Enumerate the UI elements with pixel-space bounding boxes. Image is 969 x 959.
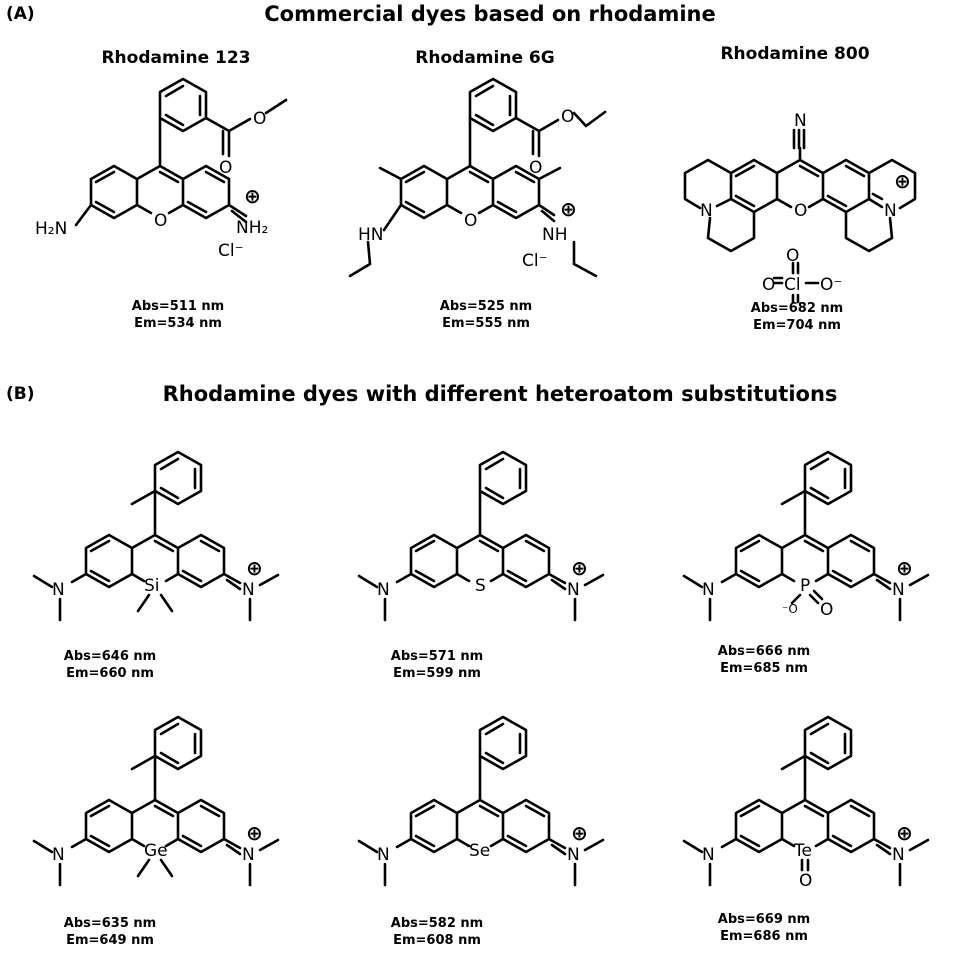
r800-charge-icon: ⊕ <box>894 169 911 193</box>
abs-value: Abs=666 nm <box>717 644 811 659</box>
heteroatom-se: Se <box>469 841 490 861</box>
r6g-ester-carbonyl-o: O <box>529 158 542 178</box>
n-left: N <box>52 580 65 600</box>
r123-ester-o: O <box>253 109 266 129</box>
heteroatom-p: P <box>800 576 810 596</box>
abs-value: Abs=669 nm <box>717 912 811 927</box>
r800-perchlorate-o-minus: O⁻ <box>820 275 842 295</box>
em-value: Em=608 nm <box>393 933 481 948</box>
abs-value: Abs=635 nm <box>63 916 157 931</box>
em-value: Em=704 nm <box>753 318 841 333</box>
charge-icon: ⊕ <box>246 821 263 845</box>
spec-te-rhodamine: Abs=669 nm Em=686 nm <box>684 911 844 945</box>
abs-value: Abs=511 nm <box>131 299 225 314</box>
r800-nitrile-n: N <box>794 111 807 131</box>
spec-ge-rhodamine: Abs=635 nm Em=649 nm <box>30 915 190 949</box>
n-right: N <box>242 580 255 600</box>
n-left: N <box>377 580 390 600</box>
r6g-counterion: Cl⁻ <box>522 251 548 271</box>
r6g-ring-oxygen: O <box>464 211 477 231</box>
heteroatom-si: Si <box>144 576 160 596</box>
em-value: Em=686 nm <box>720 929 808 944</box>
p-o-double: O <box>820 600 833 620</box>
dye-name-rhodamine-123: Rhodamine 123 <box>101 48 251 68</box>
n-left: N <box>702 845 715 865</box>
charge-icon: ⊕ <box>571 556 588 580</box>
n-left: N <box>702 580 715 600</box>
n-left: N <box>52 845 65 865</box>
r800-n-left: N <box>700 201 713 221</box>
panel-a-label: (A) <box>6 4 35 24</box>
em-value: Em=660 nm <box>66 666 154 681</box>
abs-value: Abs=582 nm <box>390 916 484 931</box>
r123-counterion: Cl⁻ <box>218 241 244 261</box>
r6g-amine-right: NH <box>542 225 568 245</box>
n-right: N <box>567 845 580 865</box>
panel-b-title: Rhodamine dyes with different heteroatom… <box>162 382 838 406</box>
n-right: N <box>242 845 255 865</box>
dye-name-rhodamine-6g: Rhodamine 6G <box>415 48 555 68</box>
structure-rhodamine-800: N N N ⊕ O O O Cl O⁻ <box>683 111 917 304</box>
charge-icon: ⊕ <box>246 556 263 580</box>
r6g-ester-o: O <box>561 107 574 127</box>
spec-se-rhodamine: Abs=582 nm Em=608 nm <box>357 915 517 949</box>
p-o-minus: ⁻O <box>782 602 798 616</box>
charge-icon: ⊕ <box>571 821 588 845</box>
r800-perchlorate-o-top: O <box>786 246 799 266</box>
structure-rhodamine-123: NH₂ H₂N O O O Cl⁻ ⊕ <box>35 77 288 261</box>
em-value: Em=685 nm <box>720 661 808 676</box>
abs-value: Abs=646 nm <box>63 649 157 664</box>
em-value: Em=599 nm <box>393 666 481 681</box>
r800-perchlorate-o-left: O <box>762 275 775 295</box>
em-value: Em=555 nm <box>442 316 530 331</box>
r800-perchlorate-cl: Cl <box>784 275 801 295</box>
dye-name-rhodamine-800: Rhodamine 800 <box>720 44 870 64</box>
r6g-amine-left: HN <box>358 225 384 245</box>
r123-ester-carbonyl-o: O <box>219 158 232 178</box>
te-o-double: O <box>799 871 812 891</box>
r123-amine-left: H₂N <box>35 219 67 239</box>
r123-ring-oxygen: O <box>154 211 167 231</box>
spec-s-rhodamine: Abs=571 nm Em=599 nm <box>357 648 517 682</box>
r123-amine-right: NH₂ <box>236 218 268 238</box>
heteroatom-s: S <box>475 576 486 596</box>
spec-p-rhodamine: Abs=666 nm Em=685 nm <box>684 643 844 677</box>
r6g-charge-icon: ⊕ <box>560 197 577 221</box>
spec-rhodamine-6g: Abs=525 nm Em=555 nm <box>406 298 566 332</box>
spec-rhodamine-800: Abs=682 nm Em=704 nm <box>717 300 877 334</box>
charge-icon: ⊕ <box>896 556 913 580</box>
abs-value: Abs=571 nm <box>390 649 484 664</box>
spec-si-rhodamine: Abs=646 nm Em=660 nm <box>30 648 190 682</box>
heteroatom-te: Te <box>793 841 812 861</box>
n-right: N <box>567 580 580 600</box>
abs-value: Abs=525 nm <box>439 299 533 314</box>
panel-b-label: (B) <box>6 384 35 404</box>
charge-icon: ⊕ <box>896 821 913 845</box>
n-right: N <box>892 580 905 600</box>
spec-rhodamine-123: Abs=511 nm Em=534 nm <box>98 298 258 332</box>
n-right: N <box>892 845 905 865</box>
heteroatom-ge: Ge <box>144 841 168 861</box>
r800-n-right: N <box>884 201 897 221</box>
n-left: N <box>377 845 390 865</box>
r800-ring-oxygen: O <box>794 201 807 221</box>
structure-rhodamine-6g: NH HN O O O Cl⁻ ⊕ <box>348 77 607 278</box>
em-value: Em=534 nm <box>134 316 222 331</box>
panel-a-title: Commercial dyes based on rhodamine <box>264 2 716 26</box>
r123-charge-icon: ⊕ <box>244 184 261 208</box>
em-value: Em=649 nm <box>66 933 154 948</box>
abs-value: Abs=682 nm <box>750 301 844 316</box>
